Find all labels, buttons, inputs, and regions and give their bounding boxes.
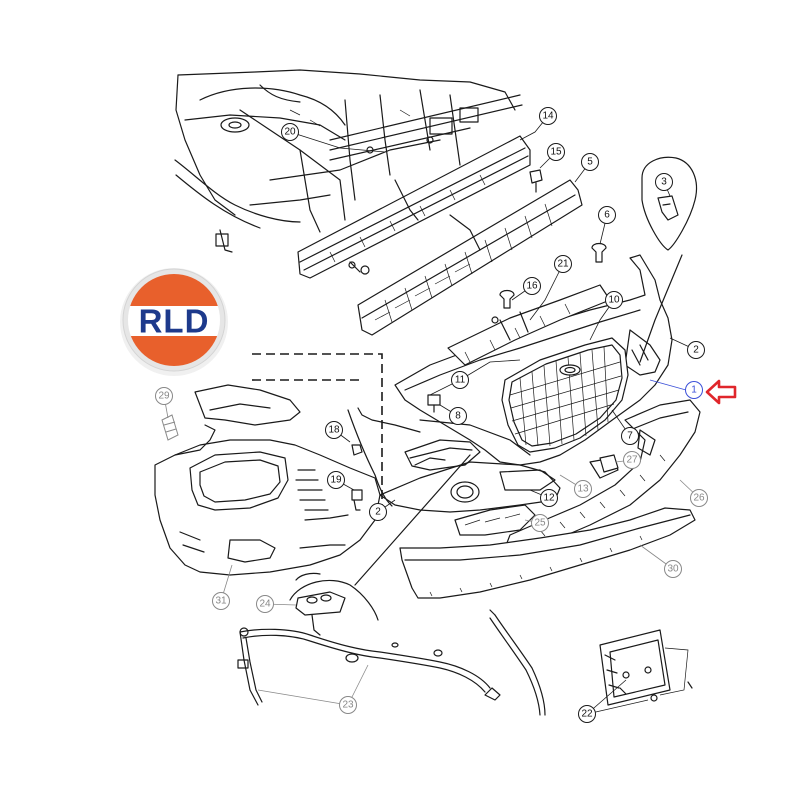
svg-text:25: 25 [534,518,546,529]
logo-text: RLD [139,303,210,340]
svg-text:8: 8 [455,411,461,422]
license-plate-bracket [599,629,693,706]
svg-text:2: 2 [693,345,699,356]
callout-23[interactable]: 23 [339,696,357,714]
svg-text:21: 21 [557,259,569,270]
rld-logo: RLD [120,268,228,376]
bumper-reinforcement-beam [297,135,531,279]
upper-left-fascia-bracket [174,384,301,456]
callout-2-upper[interactable]: 2 [687,341,705,359]
svg-text:7: 7 [627,431,633,442]
callout-14[interactable]: 14 [539,107,557,125]
svg-text:30: 30 [667,564,679,575]
callout-24[interactable]: 24 [256,595,274,613]
svg-text:11: 11 [455,375,466,386]
svg-text:13: 13 [577,484,589,495]
clip-3-detail-view [641,156,697,251]
svg-text:26: 26 [693,493,705,504]
callout-22[interactable]: 22 [578,705,596,723]
callout-3[interactable]: 3 [655,173,673,191]
front-fascia-left [154,439,381,576]
svg-text:5: 5 [587,157,593,168]
svg-text:3: 3 [661,177,667,188]
callout-13[interactable]: 13 [574,480,592,498]
leader-lines [163,115,700,715]
fasteners [351,169,679,511]
callout-21[interactable]: 21 [554,255,572,273]
callout-20[interactable]: 20 [281,123,299,141]
callout-15[interactable]: 15 [547,143,565,161]
callout-11[interactable]: 11 [451,371,469,389]
callout-19[interactable]: 19 [327,471,345,489]
grille [501,337,629,453]
svg-text:18: 18 [328,425,340,436]
callout-1[interactable]: 1 [685,381,703,399]
callout-6[interactable]: 6 [598,206,616,224]
callouts: 1 2 2 3 5 6 7 8 [155,107,708,723]
svg-text:23: 23 [342,700,354,711]
svg-text:29: 29 [158,391,170,402]
washer-hose-assembly [237,609,546,716]
callout-29[interactable]: 29 [155,387,173,405]
svg-text:10: 10 [608,295,620,306]
callout-7[interactable]: 7 [621,427,639,445]
svg-text:24: 24 [259,599,271,610]
svg-text:31: 31 [215,596,227,607]
svg-text:27: 27 [626,455,638,466]
callout-26[interactable]: 26 [690,489,708,507]
left-lamp-pocket [404,439,481,471]
lower-fascia-center [379,461,561,513]
callout-16[interactable]: 16 [523,277,541,295]
callout-2-lower[interactable]: 2 [369,503,387,521]
headlamp-washer-nozzle [289,579,379,636]
left-bracket-29 [161,414,179,441]
svg-text:20: 20 [284,127,296,138]
callout-30[interactable]: 30 [664,560,682,578]
assembly-guide-lines [252,179,683,586]
svg-text:1: 1 [691,385,697,396]
highlight-arrow-icon [705,379,737,405]
energy-absorber [357,179,583,336]
callout-8[interactable]: 8 [449,407,467,425]
lower-air-dam [399,507,696,599]
callout-27[interactable]: 27 [623,451,641,469]
callout-31[interactable]: 31 [212,592,230,610]
fog-lamp-bracket [454,504,536,536]
radiator-support-structure [174,69,523,253]
svg-text:2: 2 [375,507,381,518]
svg-text:6: 6 [604,210,610,221]
svg-text:15: 15 [550,147,562,158]
callout-10[interactable]: 10 [605,291,623,309]
callout-12[interactable]: 12 [540,489,558,507]
svg-text:12: 12 [543,493,555,504]
svg-text:22: 22 [581,709,593,720]
svg-text:14: 14 [542,111,554,122]
svg-text:16: 16 [526,281,538,292]
callout-25[interactable]: 25 [531,514,549,532]
callout-5[interactable]: 5 [581,153,599,171]
callout-18[interactable]: 18 [325,421,343,439]
svg-text:19: 19 [330,475,342,486]
